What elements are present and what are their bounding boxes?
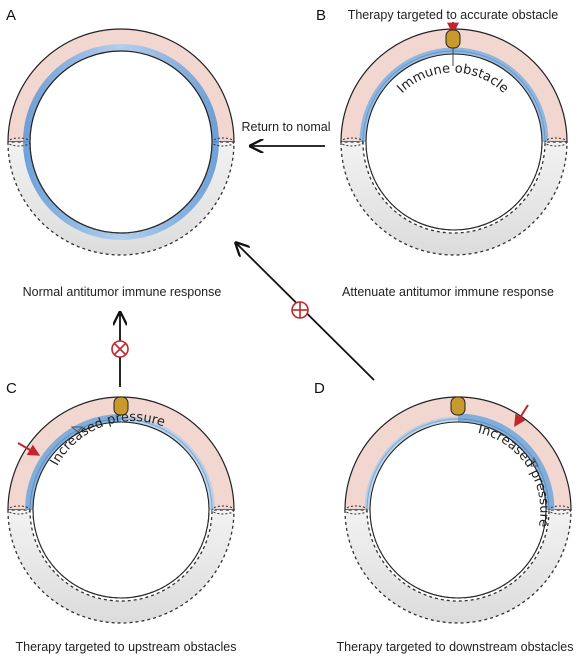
ring-b-inner	[365, 53, 543, 231]
panel-b-top-label: Therapy targeted to accurate obstacle	[348, 8, 559, 22]
arrow-c-to-a	[111, 314, 129, 387]
ring-c-pressure-arrow-icon	[70, 426, 84, 433]
ring-d: Increased pressure	[344, 396, 572, 624]
ring-b-lower-band	[340, 141, 568, 256]
ring-b-left-joint	[340, 137, 364, 147]
panel-c-caption: Therapy targeted to upstream obstacles	[16, 640, 237, 654]
ring-c: Increased pressure	[7, 396, 235, 624]
ring-a	[7, 28, 235, 256]
ring-c-flow-upstream	[25, 414, 122, 511]
ring-c-left-joint	[7, 505, 31, 515]
panel-d-caption: Therapy targeted to downstream obstacles	[337, 640, 574, 654]
ring-b-inner-dashed	[365, 141, 543, 231]
ring-d-left-joint	[344, 505, 368, 515]
ring-d-inner-dashed	[369, 509, 547, 599]
blocked-symbol-icon	[111, 340, 129, 358]
ring-d-right-joint	[548, 505, 572, 515]
ring-b: Immune obstacle	[340, 22, 568, 256]
ring-a-right-joint	[211, 137, 235, 147]
ring-b-flow	[359, 47, 549, 143]
arrow-d-to-a	[237, 244, 375, 381]
ring-b-obstacle-icon	[445, 29, 461, 49]
ring-a-left-joint	[7, 137, 31, 147]
ring-a-flow	[23, 44, 219, 240]
ring-c-right-joint	[211, 505, 235, 515]
panel-b: B Therapy targeted to accurate obstacle …	[316, 7, 568, 299]
panel-d-letter: D	[314, 380, 325, 397]
ring-a-inner	[29, 50, 213, 234]
ring-a-lower-band	[7, 141, 235, 256]
ring-a-inner-dashed	[29, 141, 213, 234]
panel-a-caption: Normal antitumor immune response	[23, 285, 222, 299]
panel-c: C Increased pressure Therapy targeted to…	[6, 380, 236, 654]
ring-d-obstacle-icon	[450, 396, 466, 416]
ring-c-lower-band	[7, 509, 235, 624]
plus-symbol-icon	[291, 301, 309, 319]
ring-d-pressure-arrow-icon	[530, 456, 539, 467]
ring-c-flow-downstream	[120, 416, 215, 511]
ring-d-flow-upstream	[364, 416, 459, 511]
ring-d-red-marker	[514, 404, 529, 428]
ring-b-right-joint	[544, 137, 568, 147]
panel-c-letter: C	[6, 380, 17, 397]
panel-a: A Normal antitumor immune response	[6, 7, 235, 299]
ring-c-red-marker	[17, 442, 41, 456]
panel-b-caption: Attenuate antitumor immune response	[342, 285, 554, 299]
arrow-b-to-a-label: Return to nomal	[242, 120, 331, 134]
panel-a-letter: A	[6, 7, 16, 24]
ring-c-inner-dashed	[32, 509, 210, 599]
panel-d: D Increased pressure Therapy targeted to…	[314, 380, 573, 654]
ring-d-flow-downstream	[457, 413, 555, 511]
panel-b-letter: B	[316, 7, 326, 24]
arrow-b-to-a: Return to nomal	[242, 120, 331, 146]
ring-d-lower-band	[344, 509, 572, 624]
ring-c-obstacle-icon	[113, 396, 129, 416]
